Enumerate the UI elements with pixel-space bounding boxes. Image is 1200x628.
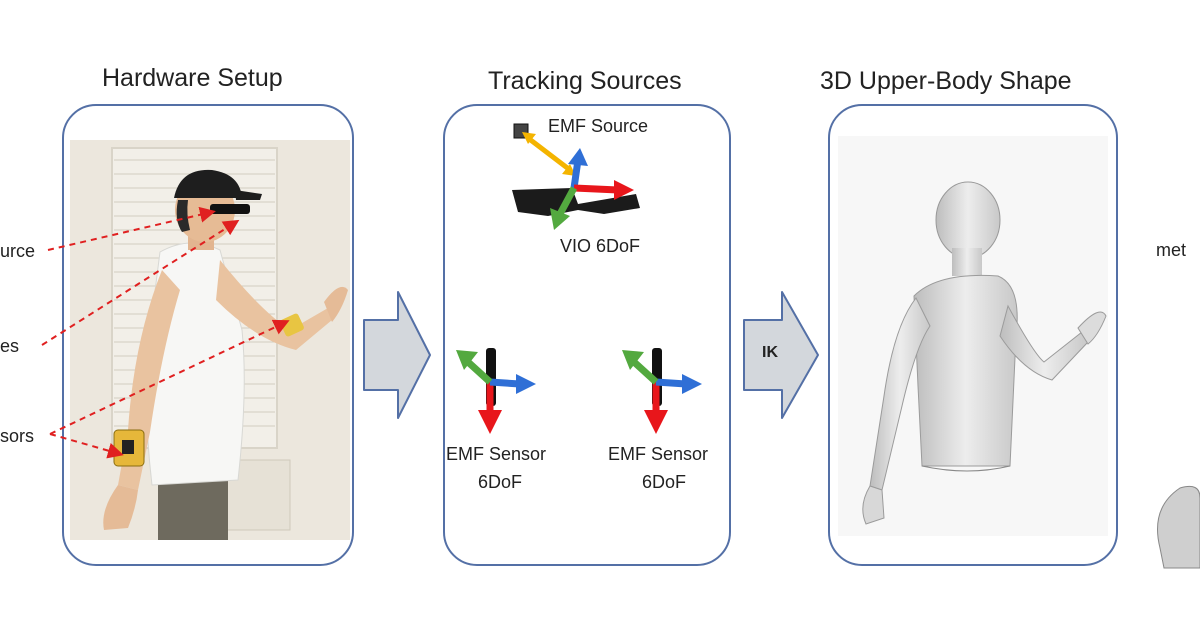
emf-sensor-left-axes <box>456 348 536 434</box>
label-ik: IK <box>762 344 778 361</box>
dashed-pointer-arrows <box>41 206 290 459</box>
label-sensors-cut: sors <box>0 426 35 446</box>
pointer-glasses <box>41 219 240 346</box>
emf-sensor-right-axes <box>622 348 702 434</box>
title-upper-body-shape: 3D Upper-Body Shape <box>820 67 1072 95</box>
pointer-emf-source <box>47 206 216 251</box>
label-emf-source: EMF Source <box>548 116 649 136</box>
label-vio-6dof: VIO 6DoF <box>560 236 641 256</box>
right-cut-mesh <box>1157 485 1200 569</box>
flow-arrow-1 <box>363 291 431 419</box>
pointer-sensor-wrist <box>49 433 124 459</box>
label-emf-sensor-right-1: EMF Sensor <box>608 444 709 464</box>
label-glasses-cut: es <box>0 336 20 356</box>
title-hardware-setup: Hardware Setup <box>102 64 283 92</box>
label-emf-source-cut: urce <box>0 241 36 261</box>
flow-arrow-ik <box>743 291 819 419</box>
title-tracking-sources: Tracking Sources <box>488 67 682 95</box>
emf-source-and-vio-glasses <box>512 123 640 230</box>
upper-body-mesh <box>838 136 1108 536</box>
label-right-cut: met <box>1156 240 1187 260</box>
pointer-sensor-forward <box>49 319 290 435</box>
tracking-sources-panel <box>443 104 731 566</box>
person-photo <box>70 140 350 540</box>
label-emf-sensor-left-1: EMF Sensor <box>446 444 547 464</box>
label-emf-sensor-left-2: 6DoF <box>478 472 523 492</box>
label-emf-sensor-right-2: 6DoF <box>642 472 687 492</box>
